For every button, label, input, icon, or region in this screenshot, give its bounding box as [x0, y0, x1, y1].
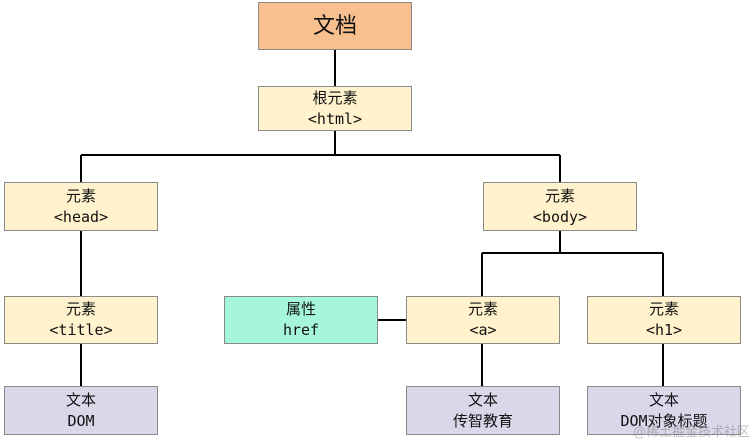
node-text-a: 文本 传智教育: [406, 386, 560, 435]
node-body-type: 元素: [544, 186, 575, 205]
node-text-a-value: 传智教育: [452, 411, 513, 430]
node-a-type: 元素: [467, 300, 498, 318]
node-head-type: 元素: [65, 186, 96, 205]
node-text-dom: 文本 DOM: [4, 386, 158, 435]
node-text-a-type: 文本: [467, 390, 498, 409]
node-h1: 元素 <h1>: [587, 296, 741, 344]
node-attribute-name: href: [282, 321, 320, 339]
node-title-tag: <title>: [49, 321, 113, 339]
node-a-tag: <a>: [469, 321, 497, 339]
node-title-type: 元素: [65, 300, 96, 318]
node-text-dom-type: 文本: [65, 390, 96, 409]
node-document: 文档: [258, 2, 412, 50]
node-h1-tag: <h1>: [645, 321, 683, 339]
node-document-label: 文档: [312, 13, 357, 39]
node-title: 元素 <title>: [4, 296, 158, 344]
node-attribute-href: 属性 href: [224, 296, 378, 344]
node-h1-type: 元素: [648, 300, 679, 318]
node-attribute-type: 属性: [285, 300, 316, 318]
watermark: @稀土掘金技术社区: [632, 425, 750, 440]
node-text-dom-value: DOM: [67, 411, 95, 430]
node-body: 元素 <body>: [483, 182, 637, 231]
node-text-h1-type: 文本: [648, 390, 679, 409]
node-text-h1-value: DOM对象标题: [620, 411, 708, 430]
node-head-tag: <head>: [53, 207, 109, 226]
node-head: 元素 <head>: [4, 182, 158, 231]
node-html-tag: <html>: [307, 109, 363, 128]
node-html: 根元素 <html>: [258, 86, 412, 131]
node-a: 元素 <a>: [406, 296, 560, 344]
node-text-h1: 文本 DOM对象标题: [587, 386, 741, 435]
node-body-tag: <body>: [532, 207, 588, 226]
node-html-type: 根元素: [312, 88, 358, 107]
